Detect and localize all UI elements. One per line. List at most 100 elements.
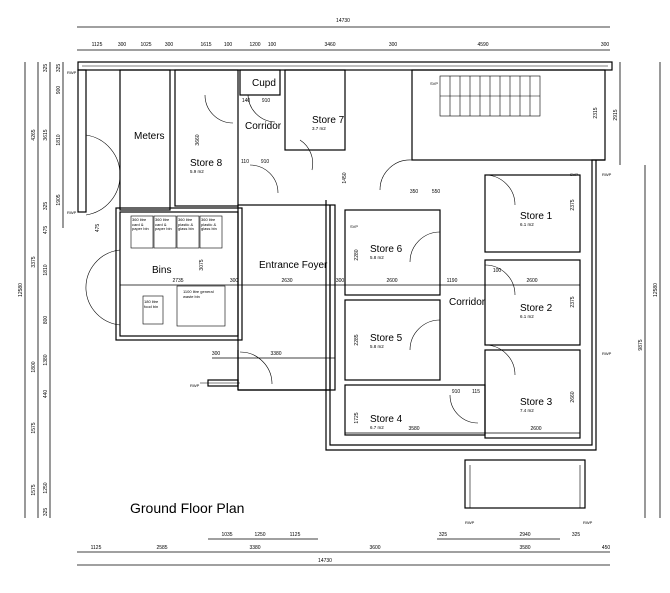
dim-left: 325 — [43, 64, 49, 73]
dim-interior: 3380 — [270, 351, 281, 357]
dim-bottom: 1250 — [254, 532, 265, 538]
dim-interior: 2630 — [281, 278, 292, 284]
svp-tag: SVP — [350, 224, 358, 229]
bin-label: 360 litre plastic & glass bin — [178, 217, 194, 232]
dim-interior: 910 — [452, 389, 461, 395]
dim-top: 1615 — [200, 42, 211, 48]
dim-right: 2315 — [593, 107, 599, 118]
dim-interior: 2280 — [354, 249, 360, 260]
dim-interior: 1725 — [354, 412, 360, 423]
rwp-tag: RWP — [67, 70, 77, 75]
room-meters: Meters — [134, 131, 165, 142]
dim-top: 1125 — [92, 42, 103, 48]
dim-bottom: 3600 — [369, 545, 380, 551]
dim-left: 12580 — [18, 283, 24, 297]
dim-bottom: 450 — [602, 545, 611, 551]
dim-interior: 115 — [472, 389, 480, 395]
dim-interior: 550 — [432, 189, 441, 195]
dim-left: 1380 — [43, 354, 49, 365]
top-dimensions: 14730 1125 300 1025 300 1615 100 1200 10… — [77, 18, 610, 51]
rwp-tag: RWP — [67, 210, 77, 215]
room-store-2: Store 2 — [520, 303, 553, 314]
dim-bottom: 1035 — [221, 532, 232, 538]
right-dimensions: 2915 12580 9875 2315 — [593, 62, 661, 518]
room-store-4: Store 4 — [370, 414, 403, 425]
room-store-5: Store 5 — [370, 333, 403, 344]
bin-label: 360 litre plastic & glass bin — [201, 217, 217, 232]
dim-bottom: 325 — [572, 532, 581, 538]
dim-left: 1575 — [31, 422, 37, 433]
left-dimensions: 12580 4265 3375 1800 1575 1575 325 3615 … — [18, 62, 64, 518]
room-entrance-foyer: Entrance Foyer — [259, 260, 328, 271]
area-store-1: 6.1 m2 — [520, 222, 534, 227]
dim-interior: 2375 — [570, 199, 576, 210]
dim-top: 300 — [601, 42, 610, 48]
dim-right: 12580 — [653, 283, 659, 297]
room-store-7: Store 7 — [312, 115, 345, 126]
dim-interior: 300 — [336, 278, 345, 284]
walls — [77, 61, 613, 509]
bin-label: 360 litre card & paper bin — [155, 217, 172, 232]
dim-bottom: 1125 — [290, 532, 301, 538]
dim-top: 4590 — [477, 42, 488, 48]
dim-left: 325 — [43, 202, 49, 211]
room-store-8: Store 8 — [190, 158, 223, 169]
room-bins: Bins — [152, 265, 171, 276]
dim-top: 300 — [165, 42, 174, 48]
rwp-tag: RWP — [602, 351, 612, 356]
dim-interior: 1190 — [447, 278, 458, 284]
dim-top: 100 — [268, 42, 277, 48]
dim-top: 1200 — [249, 42, 260, 48]
dim-interior: 350 — [410, 189, 419, 195]
room-cupd: Cupd — [252, 78, 276, 89]
interior-dimensions: 2735 300 2630 300 3380 300 2600 2600 358… — [95, 98, 576, 432]
dim-left: 325 — [56, 64, 62, 73]
area-store-5: 5.8 m2 — [370, 344, 384, 349]
pipe-tags: SVP SVP SVP RWP RWP RWP RWP RWP RWP RWP — [67, 70, 612, 525]
dim-top-overall: 14730 — [336, 18, 350, 24]
dim-bottom: 3380 — [249, 545, 260, 551]
dim-interior: 3075 — [199, 259, 205, 270]
dim-bottom: 1125 — [91, 545, 102, 551]
dim-bottom: 3580 — [519, 545, 530, 551]
dim-interior: 2600 — [386, 278, 397, 284]
dim-left: 3375 — [31, 256, 37, 267]
area-store-4: 6.7 m2 — [370, 425, 384, 430]
dim-top: 300 — [389, 42, 398, 48]
dim-right: 2915 — [613, 109, 619, 120]
dim-interior: 140 — [242, 98, 251, 104]
dim-interior: 100 — [493, 268, 502, 274]
room-corridor-mid: Corridor — [449, 297, 486, 308]
svp-tag: SVP — [570, 172, 578, 177]
rwp-tag: RWP — [583, 520, 593, 525]
bin-label: 1100 litre general waste bin — [183, 289, 214, 299]
dim-interior: 2660 — [570, 391, 576, 402]
dim-interior: 2600 — [526, 278, 537, 284]
dim-interior: 910 — [261, 159, 270, 165]
area-store-8: 5.9 m2 — [190, 169, 204, 174]
dim-bottom: 2585 — [156, 545, 167, 551]
dim-left: 1905 — [56, 194, 62, 205]
dim-interior: 1450 — [342, 172, 348, 183]
dim-interior: 2735 — [172, 278, 183, 284]
room-labels: Meters Store 8 5.9 m2 Cupd Corridor Stor… — [134, 78, 553, 430]
stair — [439, 75, 541, 117]
area-store-7: 3.7 m2 — [312, 126, 326, 131]
dim-left: 3615 — [43, 129, 49, 140]
dim-top: 300 — [118, 42, 127, 48]
bin-label: 180 litre food bin — [144, 299, 159, 309]
dim-left: 1810 — [56, 134, 62, 145]
rwp-tag: RWP — [190, 383, 200, 388]
bottom-dimensions: 1035 1250 1125 325 2940 325 1125 2585 33… — [77, 532, 611, 566]
area-store-6: 5.8 m2 — [370, 255, 384, 260]
dim-top: 1025 — [140, 42, 151, 48]
dim-left: 800 — [43, 316, 49, 325]
dim-interior: 910 — [262, 98, 271, 104]
area-store-2: 6.1 m2 — [520, 314, 534, 319]
room-store-1: Store 1 — [520, 211, 553, 222]
rwp-tag: RWP — [465, 520, 475, 525]
dim-interior: 300 — [212, 351, 221, 357]
area-store-3: 7.4 m2 — [520, 408, 534, 413]
room-store-3: Store 3 — [520, 397, 553, 408]
dim-left: 475 — [43, 226, 49, 235]
